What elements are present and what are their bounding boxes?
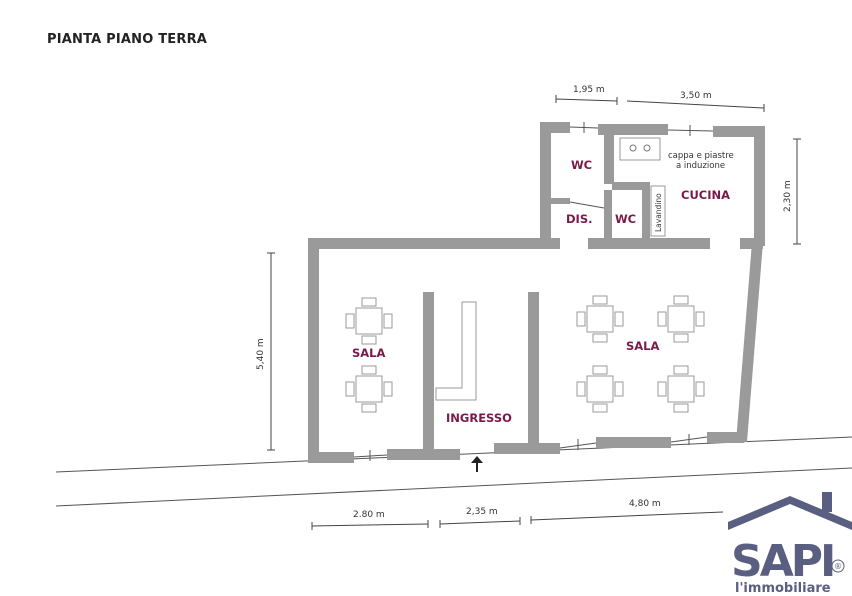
logo-letters: SAPI — [731, 536, 833, 587]
dim-bottom-3: 4,80 m — [629, 499, 661, 509]
room-label-ingresso: INGRESSO — [446, 411, 512, 425]
table-set — [657, 295, 705, 343]
plan-title: PIANTA PIANO TERRA — [47, 32, 208, 47]
dim-top-2: 3,50 m — [680, 91, 712, 101]
room-label-wc-small: WC — [615, 212, 636, 226]
room-label-wc-top: WC — [571, 158, 592, 172]
table-set — [657, 365, 705, 413]
dimension-lines — [267, 95, 801, 530]
room-label-sala-left: SALA — [352, 346, 386, 360]
kitchen-note-line2: a induzione — [676, 161, 725, 171]
annex-walls — [540, 122, 765, 248]
dim-bottom-1: 2.80 m — [353, 510, 385, 520]
dim-left: 5,40 m — [256, 338, 266, 370]
table-set — [576, 295, 624, 343]
room-label-dis: DIS. — [566, 212, 592, 226]
dim-top-1: 1,95 m — [573, 85, 605, 95]
logo-registered: ® — [834, 562, 842, 571]
cooktop — [619, 137, 661, 161]
street-line-bottom — [55, 467, 852, 507]
logo-tagline: l'immobiliare — [735, 581, 831, 596]
dim-bottom-2: 2,35 m — [466, 507, 498, 517]
table-set — [345, 365, 393, 413]
kitchen-note-lavandino: Lavandino — [654, 193, 663, 232]
opening-ticks — [353, 122, 714, 461]
sapi-logo: SAPI ® l'immobiliare — [728, 492, 852, 596]
kitchen-note-line1: cappa e piastre — [668, 151, 734, 161]
table-set — [576, 365, 624, 413]
room-label-cucina: CUCINA — [681, 188, 730, 202]
dim-right: 2,30 m — [783, 180, 793, 212]
sink-counter — [650, 185, 666, 237]
table-set — [345, 297, 393, 345]
entrance-arrow-icon — [471, 456, 483, 472]
room-label-sala-right: SALA — [626, 339, 660, 353]
furniture — [345, 137, 705, 413]
